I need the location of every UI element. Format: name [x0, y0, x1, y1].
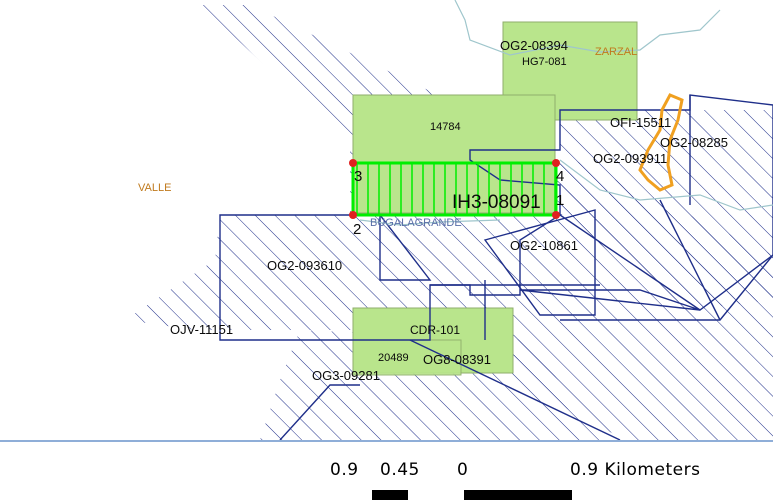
scale-tick-label-3: 0 [457, 460, 469, 480]
parcel-label-og2-093911: OG2-093911 [593, 151, 667, 166]
parcel-label-og2-10861: OG2-10861 [510, 238, 578, 253]
parcel-label-og8-08391: OG8-08391 [423, 352, 491, 367]
parcel-ih3-08091[interactable] [351, 161, 558, 217]
parcel-label-ofi-15511: OFI-15511 [610, 115, 671, 130]
vertex-4[interactable] [552, 159, 560, 167]
place-label-zarzal: ZARZAL [595, 46, 637, 58]
parcel-label-14784: 14784 [430, 121, 461, 133]
parcel-label-cdr-101: CDR-101 [410, 323, 460, 337]
parcel-label-ih3-08091: IH3-08091 [452, 192, 541, 213]
scale-bar-area: 0.9 0.45 0 0.9 Kilometers [0, 440, 773, 500]
vertex-2[interactable] [349, 211, 357, 219]
concession-hatched-south[interactable] [260, 330, 600, 440]
vertex-label-3: 3 [354, 168, 362, 185]
map-canvas[interactable]: 1 2 3 4 ZARZAL VALLE BUGALAGRANDE OG2-08… [0, 0, 773, 441]
parcel-label-ojv-11151: OJV-11151 [170, 322, 233, 337]
scale-bar-segment [372, 490, 408, 500]
vertex-1[interactable] [552, 211, 560, 219]
scale-tick-label-2: 0.45 [380, 460, 420, 480]
parcel-label-og2-093610: OG2-093610 [267, 258, 342, 273]
scale-bar-segment [408, 490, 464, 500]
parcel-label-og2-08394: OG2-08394 [500, 38, 568, 53]
place-label-valle: VALLE [138, 182, 171, 194]
concession-hatched-east[interactable] [560, 110, 773, 310]
lake-polygon[interactable] [638, 93, 684, 192]
vertex-label-2: 2 [353, 221, 361, 238]
parcel-label-og3-09281: OG3-09281 [312, 368, 380, 383]
map-bottom-separator [0, 440, 773, 442]
concession-hatched-area[interactable] [125, 0, 773, 440]
place-label-bugalagrande: BUGALAGRANDE [370, 217, 462, 229]
vertex-label-4: 4 [556, 168, 564, 185]
vertex-3[interactable] [349, 159, 357, 167]
vertex-label-1: 1 [556, 192, 564, 209]
scale-tick-label-1: 0.9 [330, 460, 359, 480]
scale-tick-label-4: 0.9 Kilometers [570, 460, 701, 480]
parcel-label-hg7-081: HG7-081 [522, 56, 567, 68]
parcel-label-og2-08285: OG2-08285 [660, 135, 728, 150]
scale-bar [372, 490, 572, 500]
scale-bar-segment [464, 490, 572, 500]
river-lines [359, 0, 773, 226]
claim-og8-08391[interactable] [352, 339, 462, 376]
parcel-label-20489: 20489 [378, 352, 409, 364]
